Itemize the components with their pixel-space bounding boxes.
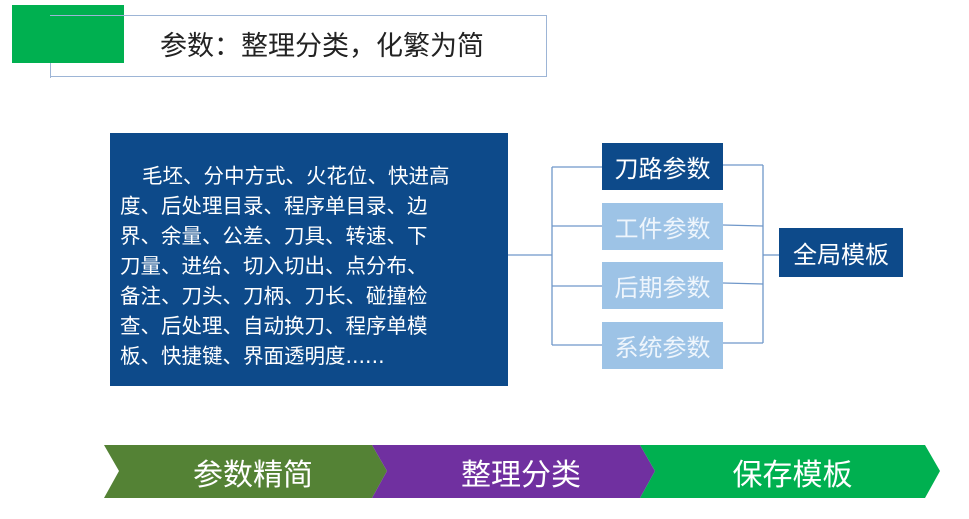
step-chevron-2 [372,445,655,498]
title-accent-block [12,5,124,63]
title-frame [50,15,547,78]
step-chevron-3 [640,445,940,498]
connector-line [722,282,764,285]
parameter-list-line: 毛坯、分中方式、火花位、快进高 [142,164,450,188]
step-chevron-1 [104,445,387,498]
parameter-list-line: 查、后处理、自动换刀、程序单模 [120,314,428,338]
parameter-list-box: 毛坯、分中方式、火花位、快进高 度、后处理目录、程序单目录、边 界、余量、公差、… [110,133,508,386]
parameter-list-line: 刀量、进给、切入切出、点分布、 [120,254,428,278]
step-label-3: 保存模板 [732,458,853,493]
page-title: 参数：整理分类，化繁为简 [160,31,484,62]
param-group-workpiece: 工件参数 [602,203,723,250]
param-group-post: 后期参数 [602,262,723,309]
connector-line [722,224,764,227]
global-template-box: 全局模板 [779,228,903,277]
step-label-1: 参数精简 [193,458,313,493]
parameter-list-line: 界、余量、公差、刀具、转速、下 [120,224,428,248]
param-group-toolpath: 刀路参数 [602,143,723,190]
step-label-2: 整理分类 [461,458,581,493]
parameter-list-line: 度、后处理目录、程序单目录、边 [120,194,428,218]
parameter-list-line: 备注、刀头、刀柄、刀长、碰撞检 [120,284,428,308]
param-group-system: 系统参数 [602,322,723,369]
parameter-list-line: 板、快捷键、界面透明度...... [120,344,385,368]
